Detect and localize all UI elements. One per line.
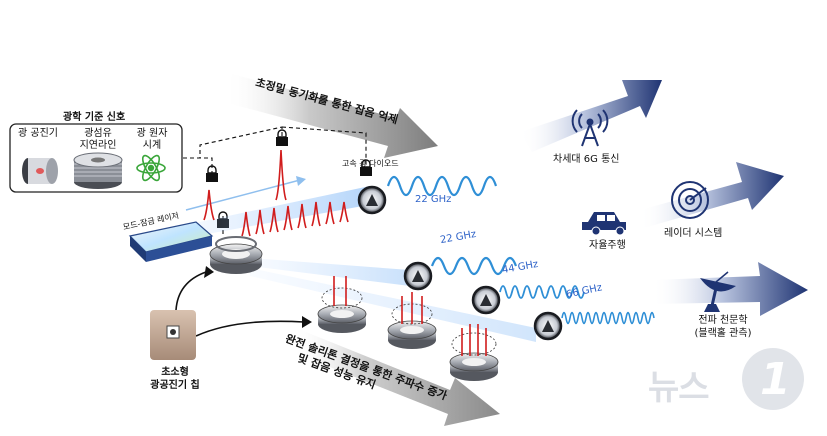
radar-icon (671, 181, 709, 219)
arrow-app-2 (640, 162, 784, 228)
car-icon (582, 212, 626, 236)
light-beam-bottom (250, 268, 536, 342)
photodiode (357, 185, 387, 215)
ref-item-atom-label: 광 원자 시계 (136, 128, 168, 151)
arrow-top-gray (224, 74, 438, 158)
arrow-app-1 (520, 80, 662, 152)
chip-photo (150, 310, 196, 360)
fiber-spool-icon (73, 152, 123, 189)
watermark-logo: 1 (742, 348, 804, 410)
photodiode-label: 고속 광 다이오드 (342, 159, 399, 168)
optical-resonator-icon (22, 158, 58, 184)
curved-arrow-to-ring (175, 271, 207, 311)
reference-title: 광학 기준 신호 (63, 112, 126, 123)
lock-icon (206, 165, 218, 182)
pulse-train (203, 149, 349, 237)
ring-resonator (317, 276, 367, 333)
atom-icon (136, 154, 166, 182)
freq-22-top: 22 GHz (415, 194, 452, 205)
mode-locked-laser (128, 221, 214, 262)
light-beam-top (190, 186, 374, 236)
watermark-text: 뉴스 (648, 368, 710, 408)
wave-66ghz (561, 311, 655, 325)
app-autonomous-label: 자율주행 (589, 240, 626, 251)
wave-22ghz-top (386, 175, 498, 197)
app-6g-label: 차세대 6G 통신 (553, 154, 620, 165)
ring-resonator (209, 236, 263, 274)
ring-resonator (449, 324, 499, 381)
photodiode (471, 285, 501, 315)
curved-arrow-to-array (195, 320, 305, 337)
lock-icon (360, 159, 372, 176)
cell-tower-icon (571, 109, 609, 147)
radio-telescope-icon (700, 271, 736, 312)
wave-22ghz-mid (430, 256, 518, 276)
ref-item-resonator-label: 광 공진기 (18, 128, 58, 139)
photodiode (403, 261, 433, 291)
photodiode (533, 311, 563, 341)
arrow-bottom-gray (292, 328, 500, 426)
chip-label: 초소형 광공진기 칩 (150, 367, 200, 391)
app-radar-label: 레이더 시스템 (664, 228, 723, 239)
lock-icon (276, 129, 288, 146)
ring-resonator (387, 292, 437, 349)
wave-44ghz (499, 285, 585, 299)
app-astronomy-label: 전파 천문학 (블랙홀 관측) (694, 315, 752, 339)
light-beam-mid (250, 258, 410, 286)
ref-item-fiber-label: 광섬유 지연라인 (79, 128, 117, 151)
